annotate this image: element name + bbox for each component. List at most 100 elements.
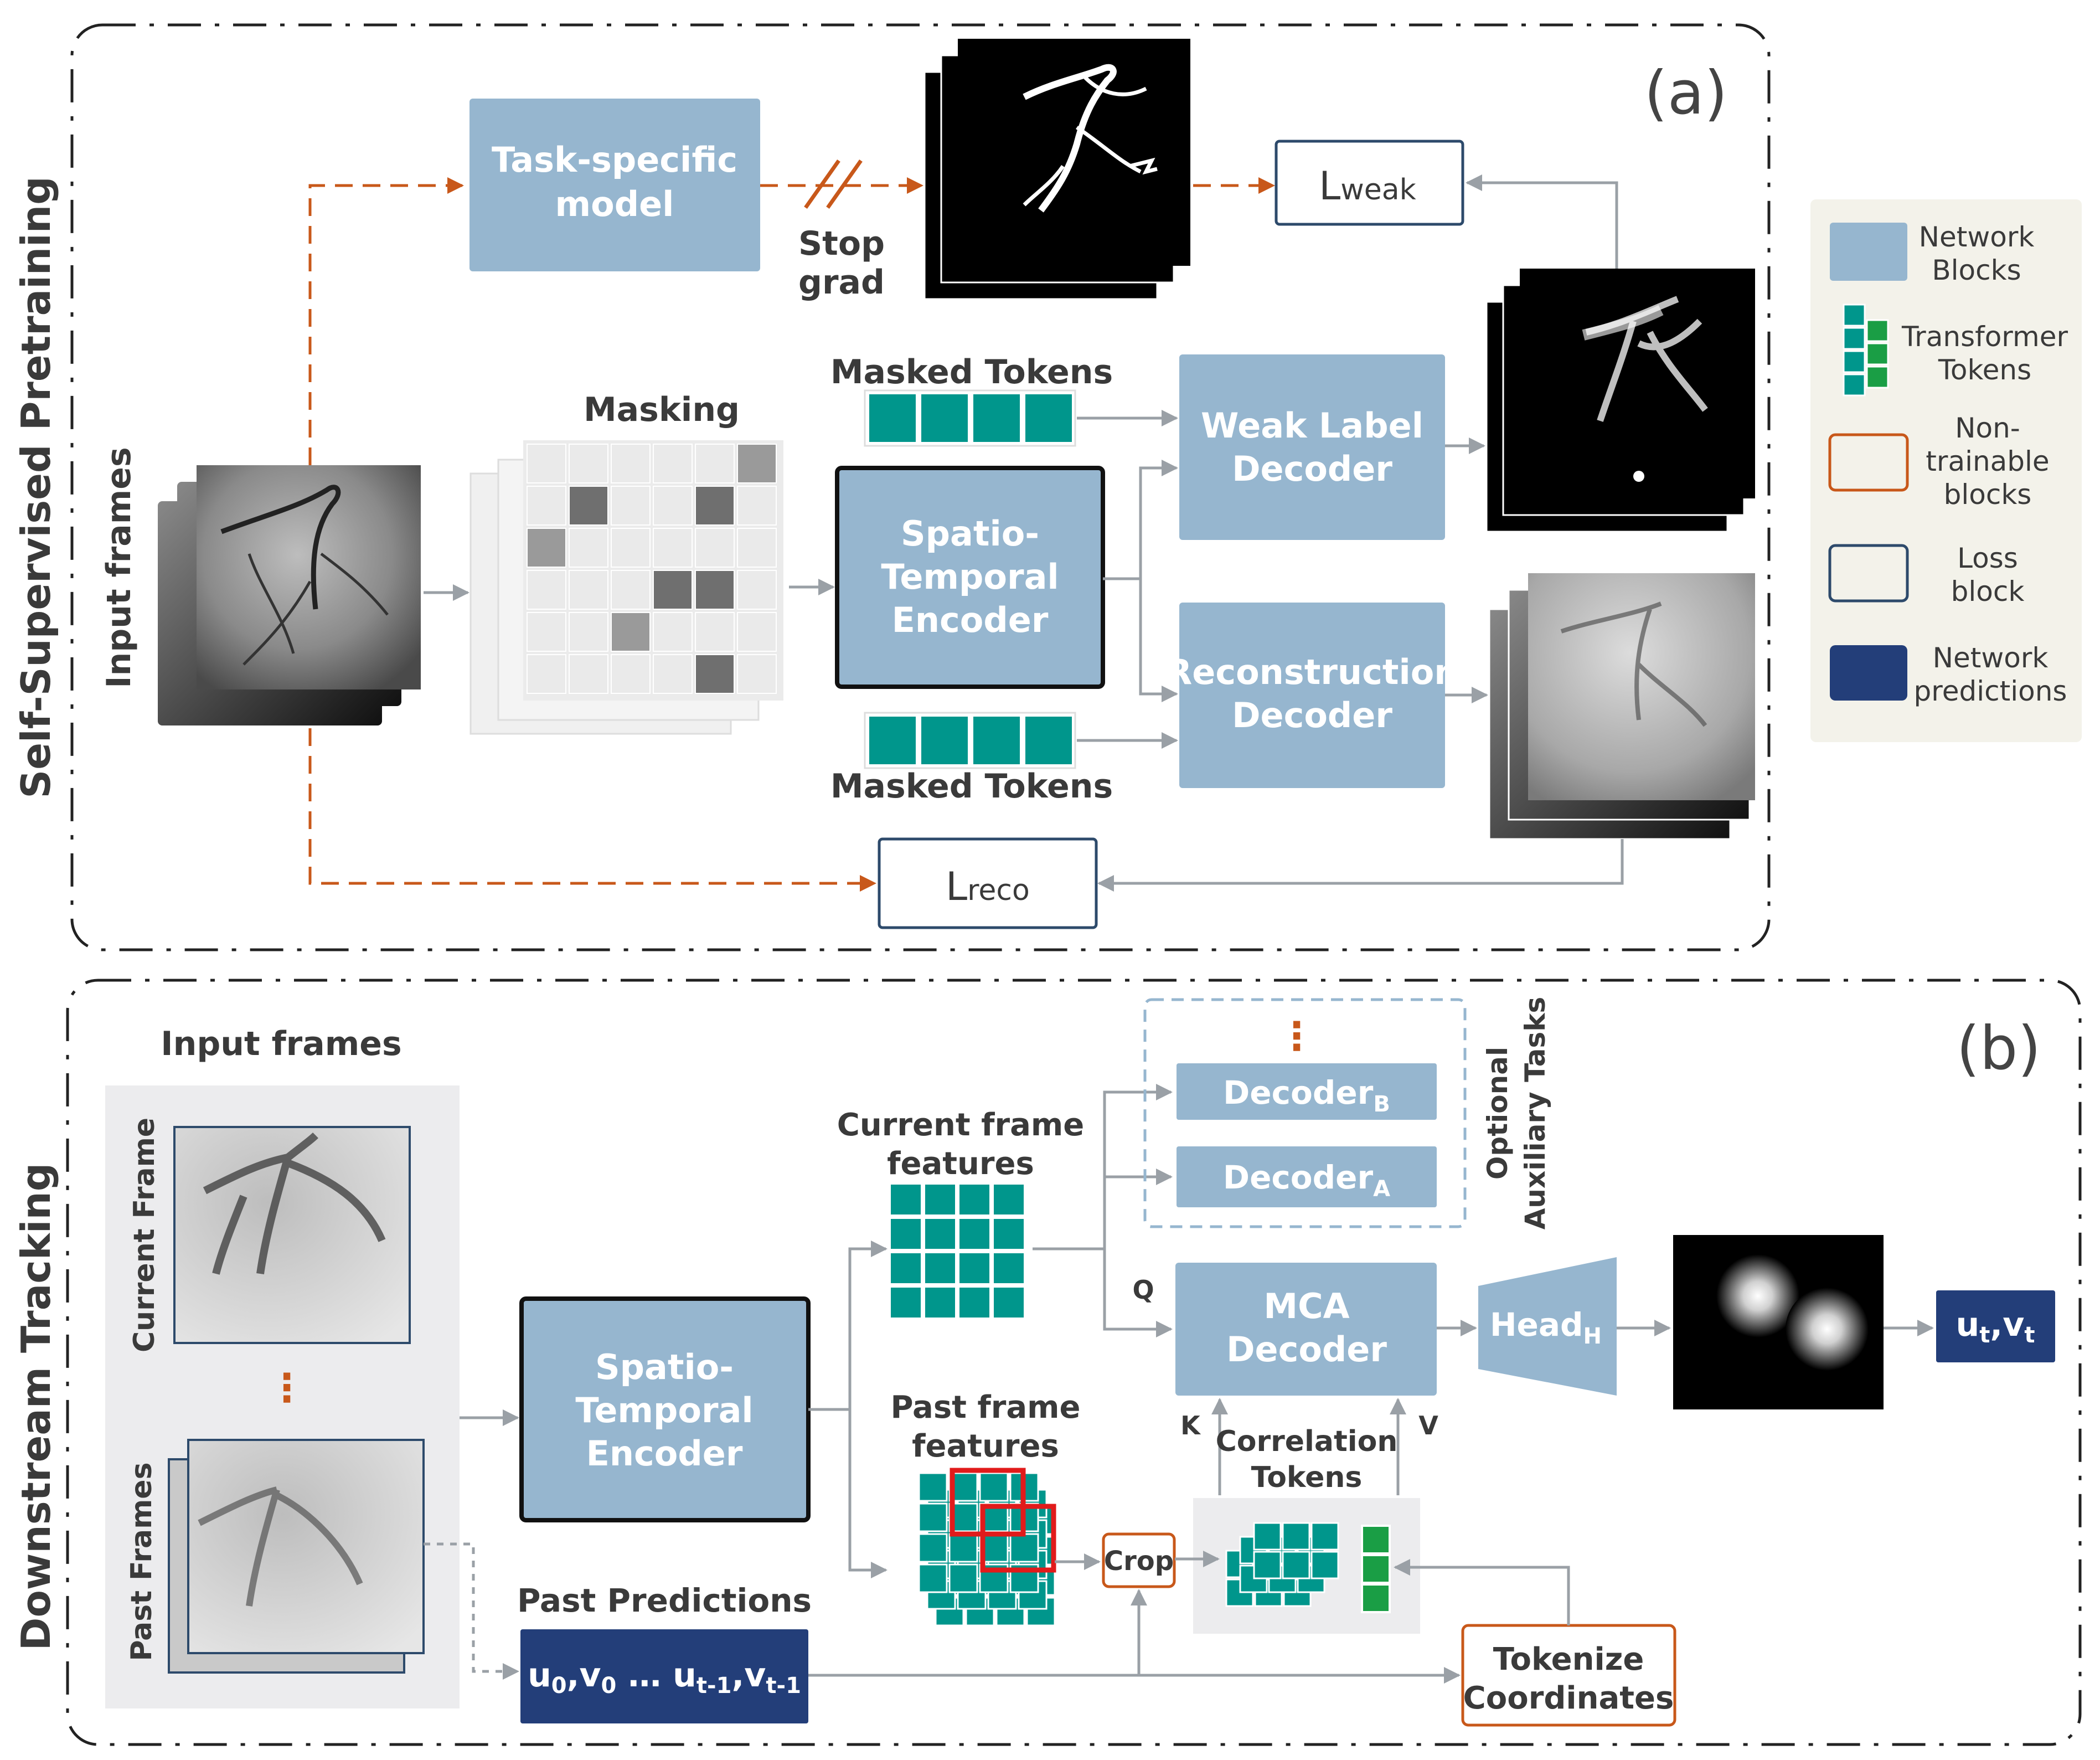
mask-cell	[737, 612, 777, 652]
encoder-a-line3: Encoder	[892, 600, 1049, 640]
mca-decoder	[1175, 1263, 1437, 1396]
panel-b-input-frames-label: Input frames	[161, 1025, 401, 1063]
mask-cell	[653, 654, 693, 694]
tokenize-line2: Coordinates	[1463, 1680, 1674, 1716]
arrow-input-to-lreco	[308, 728, 876, 892]
arrow-pastframe-to-predictions	[424, 1542, 519, 1680]
feature-token	[993, 1286, 1025, 1319]
past-features-line2: features	[912, 1428, 1059, 1464]
optional-tasks-line2: Auxiliary Tasks	[1519, 997, 1551, 1230]
past-predictions-value: u0,v0 … ut-1,vt-1	[528, 1656, 801, 1699]
encoder-a-line1: Spatio-	[901, 513, 1039, 554]
past-feature-token	[918, 1563, 948, 1593]
mask-cell	[611, 570, 651, 610]
legend-loss-swatch	[1828, 544, 1909, 603]
output-prediction-label: ut,vt	[1956, 1305, 2035, 1348]
segmentation-mask-stack	[923, 39, 1190, 300]
past-features-line1: Past frame	[890, 1390, 1080, 1426]
mask-cell	[695, 444, 735, 483]
decoder-a-block	[1177, 1146, 1437, 1207]
arrow-curfeat-to-decoder-a	[1103, 1169, 1173, 1249]
mask-cell	[527, 612, 566, 652]
panel-a-frame	[70, 23, 1771, 951]
input-frames-stack	[158, 465, 421, 725]
mask-cell	[737, 528, 777, 568]
past-predictions-label: Past Predictions	[517, 1582, 812, 1619]
legend-loss-1: Loss	[1957, 542, 2018, 574]
arrow-curfeat-to-mca	[1033, 1247, 1173, 1337]
masking-label: Masking	[584, 390, 740, 429]
mask-cell	[695, 486, 735, 526]
heatmap-blob-2	[1786, 1288, 1869, 1371]
mask-cell	[611, 486, 651, 526]
correlation-token	[1253, 1551, 1282, 1579]
current-frame-label: Current Frame	[128, 1118, 161, 1352]
past-feature-token	[918, 1533, 948, 1563]
head-block	[1478, 1257, 1617, 1396]
legend-prediction-swatch	[1830, 645, 1907, 701]
mask-cell	[653, 486, 693, 526]
masked-tokens-top-label: Masked Tokens	[830, 353, 1113, 392]
feature-token	[958, 1183, 990, 1216]
feature-token	[924, 1218, 956, 1250]
reco-decoder-line1: Reconstruction	[1166, 652, 1459, 692]
arrow-encoder-to-past-features	[848, 1409, 888, 1578]
reco-decoder-line2: Decoder	[1232, 695, 1392, 735]
panel-a-side-label: Self-Supervised Pretraining	[13, 176, 59, 798]
arrow-encoder-to-decoders	[1103, 460, 1178, 580]
mask-cell	[737, 486, 777, 526]
panel-b-frame	[66, 979, 2082, 1746]
past-frame-image	[187, 1439, 425, 1654]
mask-cell	[611, 528, 651, 568]
mask-cell	[527, 486, 566, 526]
legend-network-blocks-2: Blocks	[1932, 254, 2021, 286]
mask-cell	[569, 486, 608, 526]
past-frame-features-grid	[918, 1472, 1056, 1627]
feature-token	[993, 1183, 1025, 1216]
task-model-line2: model	[555, 184, 674, 224]
mask-cell	[653, 612, 693, 652]
current-frame-features-grid	[890, 1183, 1025, 1319]
mask-cell	[569, 654, 608, 694]
encoder-a-line2: Temporal	[881, 557, 1059, 597]
past-feature-token	[948, 1533, 978, 1563]
crop-window-1	[950, 1468, 1026, 1537]
decoder-a-label: DecoderA	[1223, 1159, 1390, 1202]
tokenize-line1: Tokenize	[1493, 1641, 1644, 1677]
encoder-b-line2: Temporal	[575, 1390, 753, 1430]
loss-weak-block	[1275, 140, 1464, 226]
feature-token	[958, 1252, 990, 1284]
past-feature-token	[1009, 1533, 1039, 1563]
task-model-line1: Task-specific	[492, 140, 737, 180]
mask-cell	[695, 612, 735, 652]
mask-cell	[737, 570, 777, 610]
arrow-encoder-to-reco	[1139, 579, 1178, 702]
mask-cell	[569, 612, 608, 652]
mask-cell	[527, 570, 566, 610]
mask-cell	[527, 654, 566, 694]
correlation-token-stack	[1225, 1522, 1339, 1607]
optional-tasks-line1: Optional	[1482, 1047, 1514, 1180]
mask-cell	[527, 444, 566, 483]
past-feature-token	[918, 1472, 948, 1502]
encoder-b-line3: Encoder	[586, 1433, 743, 1474]
mask-cell	[611, 612, 651, 652]
mask-cell	[569, 528, 608, 568]
mask-cell	[737, 654, 777, 694]
decoder-b-block	[1177, 1063, 1437, 1120]
feature-token	[924, 1252, 956, 1284]
legend-network-block-swatch	[1830, 223, 1907, 281]
correlation-tokens-line2: Tokens	[1251, 1461, 1363, 1494]
legend-non-trainable-1: Non-	[1955, 412, 2020, 444]
feature-token	[958, 1286, 990, 1319]
past-frames-label: Past Frames	[125, 1462, 158, 1661]
crop-block	[1102, 1532, 1176, 1588]
correlation-token	[1310, 1551, 1339, 1579]
masked-tokens-bottom	[864, 712, 1076, 769]
past-feature-token	[918, 1502, 948, 1532]
feature-token	[890, 1286, 922, 1319]
mask-cell	[569, 444, 608, 483]
optional-aux-tasks-box	[1143, 998, 1467, 1228]
masked-tokens-top	[864, 389, 1076, 447]
legend-non-trainable-3: blocks	[1944, 478, 2032, 511]
